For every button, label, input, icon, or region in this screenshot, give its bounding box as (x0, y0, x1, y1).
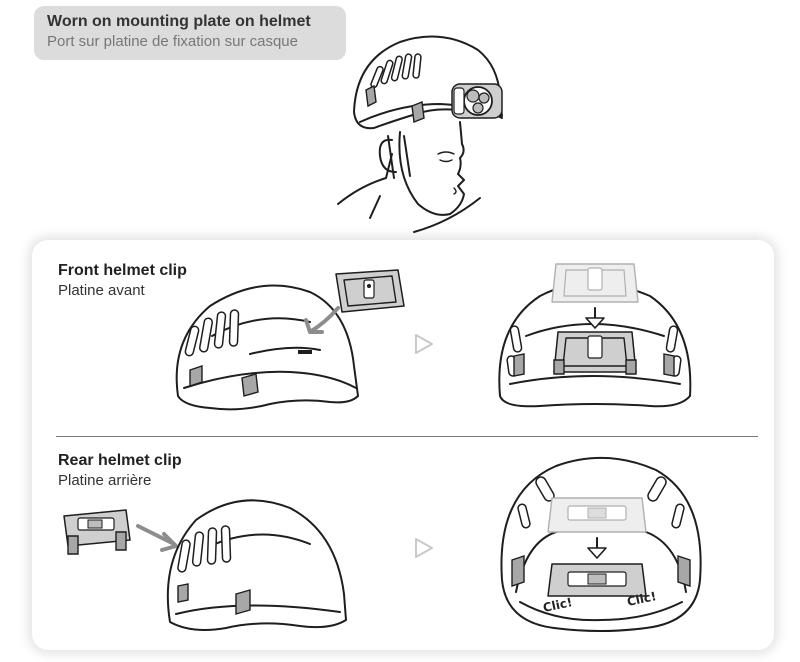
section-divider (56, 436, 758, 437)
rear-clip-title: Rear helmet clip (58, 452, 182, 469)
rear-helmet-clip-installed-icon: Clic! Clic! (500, 456, 702, 632)
front-mounting-plate-icon (335, 269, 405, 313)
step-arrow-icon (415, 538, 433, 558)
front-clip-subtitle: Platine avant (58, 282, 145, 299)
rear-mounting-plate-icon (63, 509, 131, 555)
front-helmet-side-icon (175, 284, 359, 411)
head-with-headlamp-icon (337, 35, 503, 233)
rear-helmet-side-icon (136, 499, 347, 631)
front-clip-title: Front helmet clip (58, 262, 187, 279)
header-box: Worn on mounting plate on helmet Port su… (34, 6, 346, 60)
header-title: Worn on mounting plate on helmet (47, 13, 311, 30)
front-helmet-clip-installed-icon (498, 263, 692, 408)
click-label-right: Clic! (626, 589, 658, 609)
header-subtitle: Port sur platine de fixation sur casque (47, 33, 298, 50)
click-label-left: Clic! (542, 595, 574, 615)
step-arrow-icon (415, 334, 433, 354)
rear-clip-subtitle: Platine arrière (58, 472, 152, 489)
